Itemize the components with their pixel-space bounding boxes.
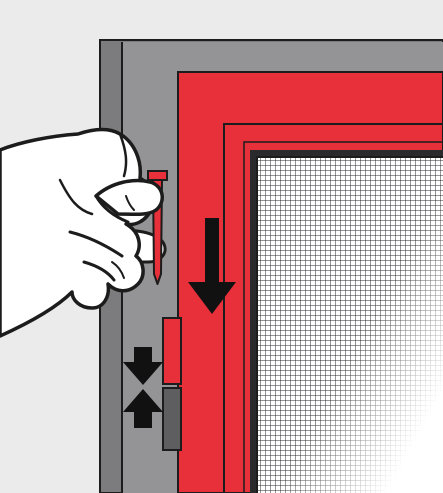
squeeze-arrows-icon xyxy=(123,347,163,428)
frame-clip xyxy=(162,317,182,451)
hand-holding-pin-icon xyxy=(0,127,168,338)
down-arrow-icon xyxy=(188,218,236,314)
mesh-panel xyxy=(250,150,443,493)
